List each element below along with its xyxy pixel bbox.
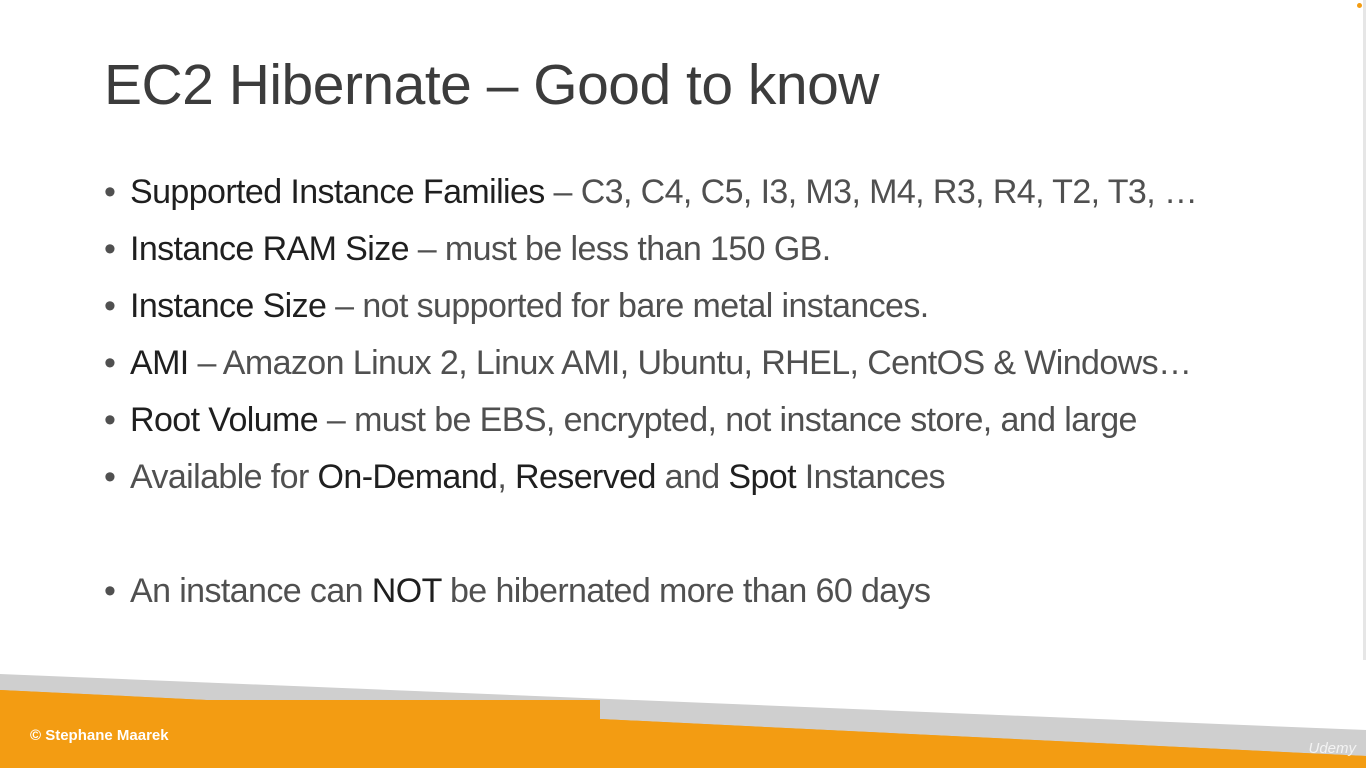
- bullet-text: – C3, C4, C5, I3, M3, M4, R3, R4, T2, T3…: [544, 173, 1198, 211]
- bullet-text: – Amazon Linux 2, Linux AMI, Ubuntu, RHE…: [188, 344, 1193, 382]
- availability-sep: ,: [497, 458, 516, 496]
- bullet-label: Supported Instance Families: [130, 173, 545, 211]
- bullet-label: AMI: [130, 344, 189, 382]
- availability-reserved: Reserved: [515, 458, 656, 496]
- corner-indicator-dot: [1357, 3, 1362, 8]
- slide-title: EC2 Hibernate – Good to know: [104, 53, 879, 117]
- bullet-ram-size: Instance RAM Size – must be less than 15…: [104, 221, 1334, 278]
- availability-on-demand: On-Demand: [317, 458, 498, 496]
- bullet-root-volume: Root Volume – must be EBS, encrypted, no…: [104, 392, 1334, 449]
- bullet-ami: AMI – Amazon Linux 2, Linux AMI, Ubuntu,…: [104, 335, 1334, 392]
- bullet-label: Instance RAM Size: [130, 230, 410, 268]
- bullet-text: – must be less than 150 GB.: [408, 230, 831, 268]
- copyright-text: © Stephane Maarek: [30, 727, 169, 744]
- bullet-availability: Available for On-Demand, Reserved and Sp…: [104, 449, 1334, 506]
- bullet-text: – must be EBS, encrypted, not instance s…: [318, 401, 1138, 439]
- limit-not: NOT: [371, 572, 442, 610]
- right-edge-bar: [1363, 0, 1366, 660]
- bullet-instance-families: Supported Instance Families – C3, C4, C5…: [104, 164, 1334, 221]
- limit-prefix: An instance can: [130, 572, 372, 610]
- bullet-list: Supported Instance Families – C3, C4, C5…: [104, 164, 1334, 620]
- bullet-hibernation-limit: An instance can NOT be hibernated more t…: [104, 563, 1334, 620]
- availability-and: and: [655, 458, 729, 496]
- footer-orange-fill: [0, 690, 1366, 768]
- availability-prefix: Available for: [130, 458, 318, 496]
- footer-band: [0, 674, 1366, 768]
- udemy-watermark: Udemy: [1308, 740, 1356, 757]
- bullet-text: – not supported for bare metal instances…: [326, 287, 929, 325]
- availability-spot: Spot: [728, 458, 796, 496]
- bullet-label: Instance Size: [130, 287, 327, 325]
- bullet-label: Root Volume: [130, 401, 319, 439]
- bullet-instance-size: Instance Size – not supported for bare m…: [104, 278, 1334, 335]
- availability-suffix: Instances: [795, 458, 946, 496]
- limit-suffix: be hibernated more than 60 days: [441, 572, 931, 610]
